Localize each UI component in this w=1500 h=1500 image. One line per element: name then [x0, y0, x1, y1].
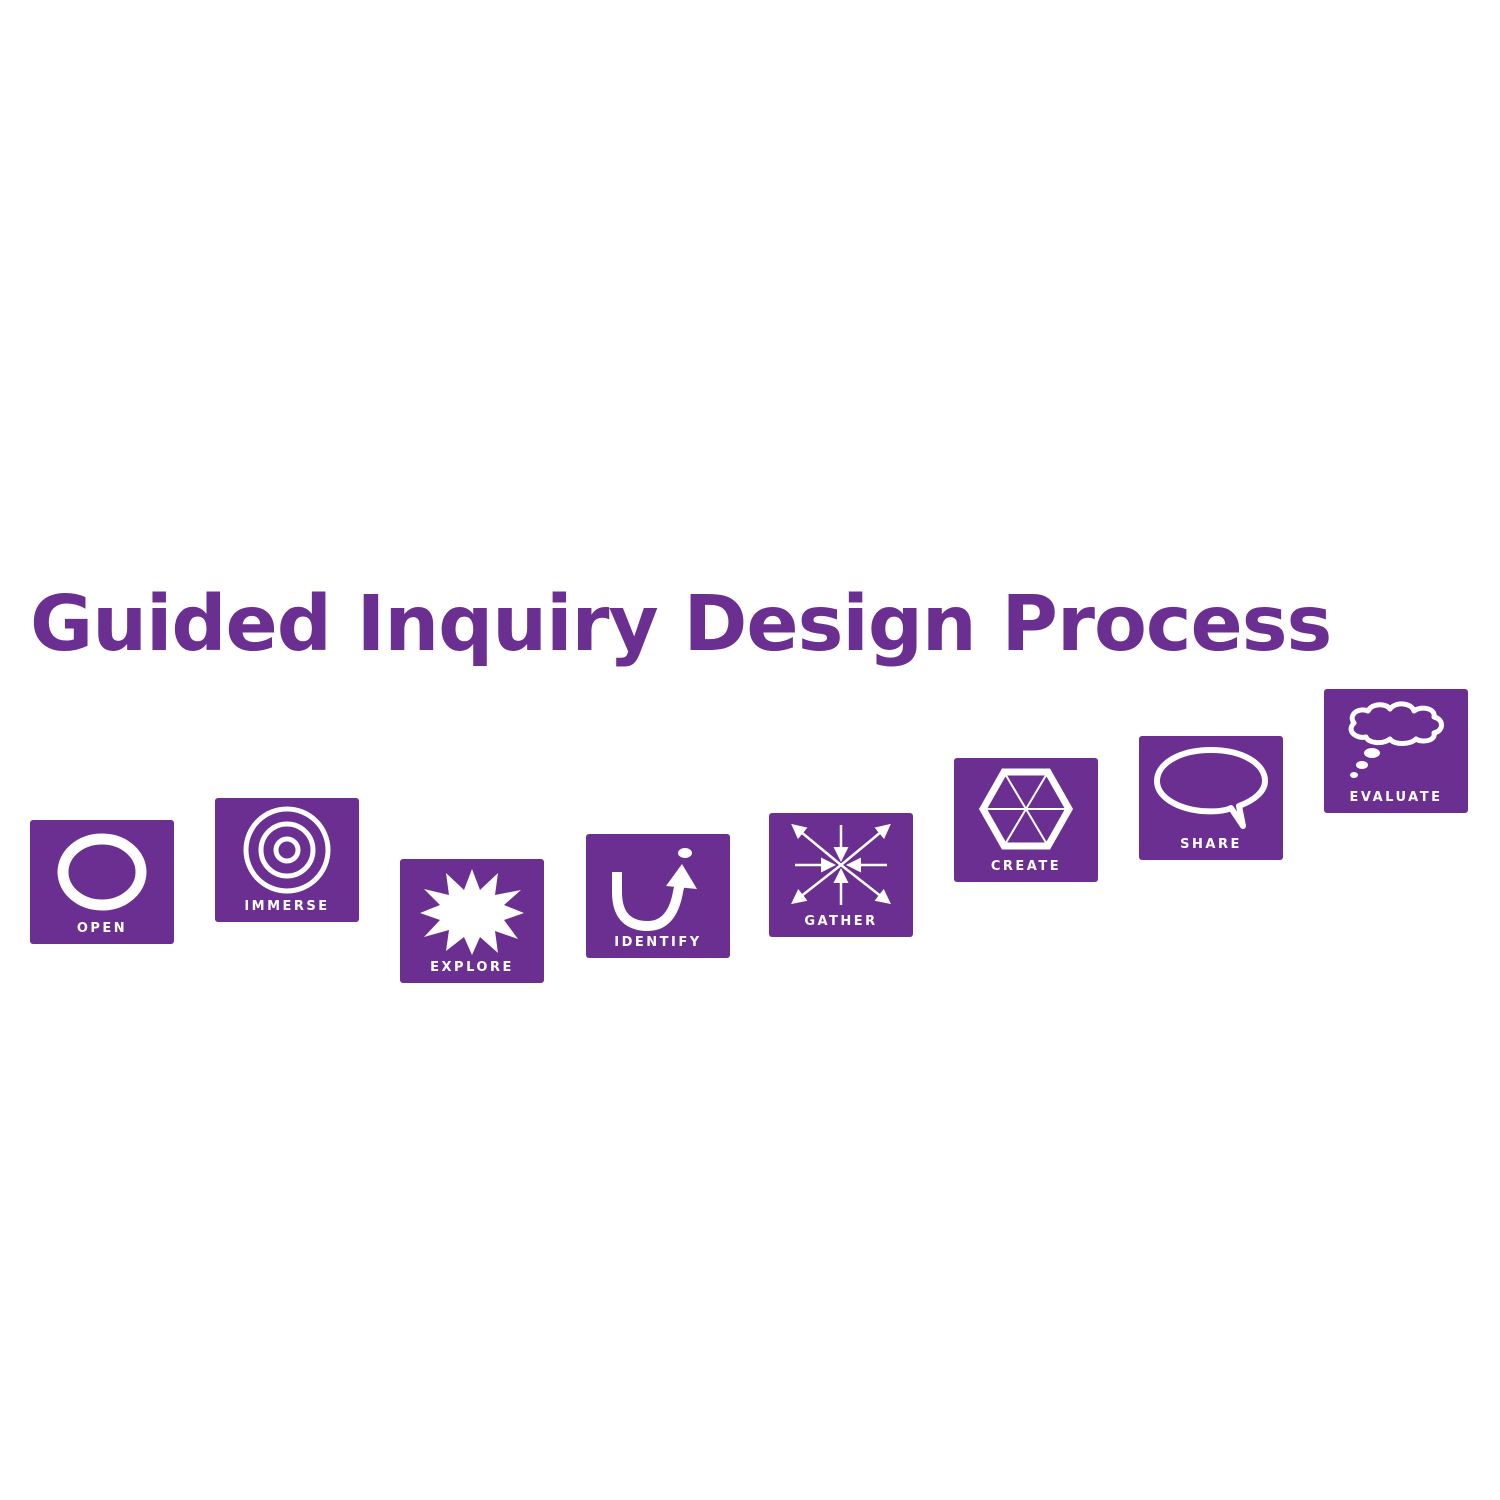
step-label: IDENTIFY: [614, 935, 702, 950]
speech-bubble-icon: [1154, 747, 1268, 829]
step-immerse: IMMERSE: [215, 798, 359, 922]
u-turn-arrow-icon: [612, 848, 697, 932]
step-explore: EXPLORE: [400, 859, 544, 983]
step-evaluate: EVALUATE: [1324, 689, 1468, 813]
step-label: CREATE: [990, 859, 1062, 874]
concentric-circles-icon: [243, 806, 331, 894]
step-label: OPEN: [76, 921, 128, 936]
step-label: EVALUATE: [1349, 790, 1443, 805]
step-label: IMMERSE: [244, 899, 330, 914]
step-share: SHARE: [1139, 736, 1283, 860]
hexagon-icon: [978, 768, 1074, 850]
converging-arrows-icon: [791, 823, 891, 905]
step-label: GATHER: [804, 914, 878, 929]
step-identify: IDENTIFY: [586, 834, 730, 958]
page-title: Guided Inquiry Design Process: [30, 580, 1332, 669]
starburst-icon: [420, 869, 524, 955]
step-label: EXPLORE: [430, 960, 514, 975]
thought-cloud-icon: [1348, 701, 1444, 778]
ring-icon: [57, 833, 147, 911]
step-gather: GATHER: [769, 813, 913, 937]
step-open: OPEN: [30, 820, 174, 944]
step-label: SHARE: [1180, 837, 1242, 852]
step-create: CREATE: [954, 758, 1098, 882]
